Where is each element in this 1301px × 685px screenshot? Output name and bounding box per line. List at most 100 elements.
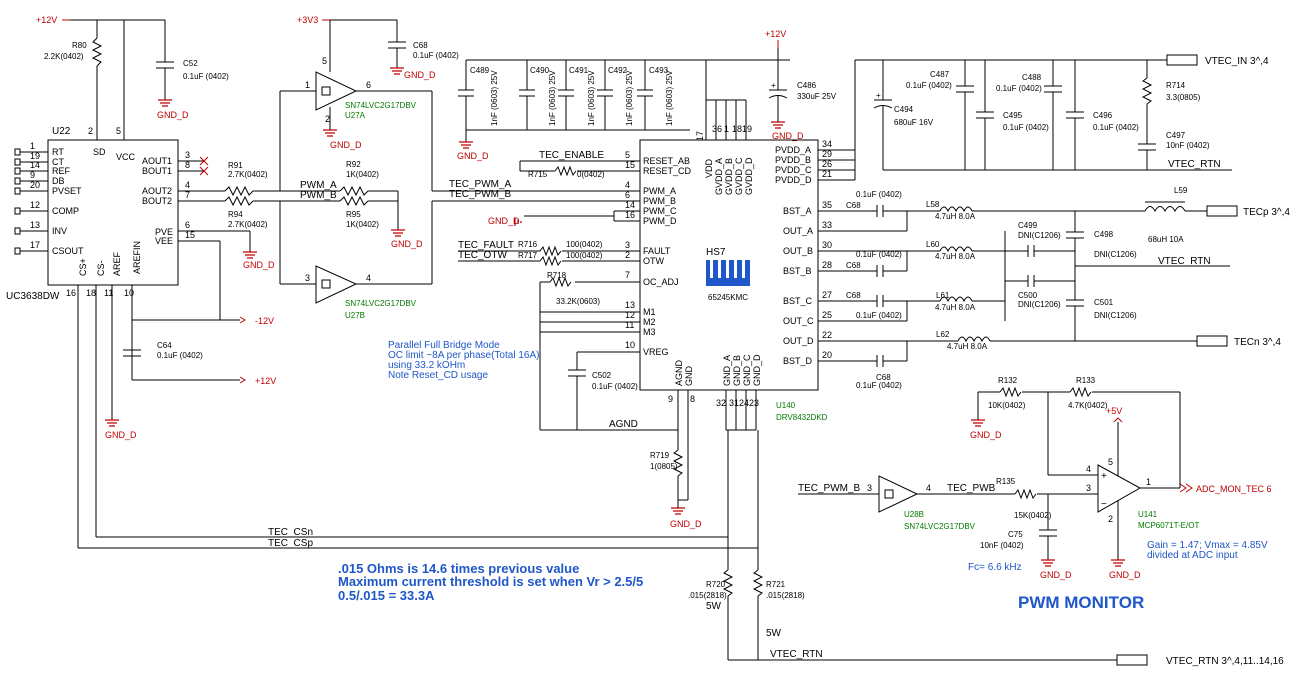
svg-text:34: 34 bbox=[822, 139, 832, 149]
svg-text:GND_A: GND_A bbox=[722, 355, 732, 386]
net-vtec-rtn-mid: VTEC_RTN bbox=[1158, 256, 1211, 267]
svg-text:36: 36 bbox=[712, 124, 722, 134]
svg-text:10nF (0402): 10nF (0402) bbox=[1166, 141, 1210, 150]
svg-text:65245KMC: 65245KMC bbox=[708, 293, 748, 302]
svg-text:C487: C487 bbox=[930, 70, 950, 79]
svg-text:1nF (0603) 25V: 1nF (0603) 25V bbox=[665, 70, 674, 126]
svg-text:25: 25 bbox=[822, 310, 832, 320]
svg-text:1: 1 bbox=[1146, 477, 1151, 487]
net-tec-pwb: TEC_PWB bbox=[947, 483, 996, 494]
svg-text:BST_A: BST_A bbox=[783, 206, 812, 216]
svg-text:R94: R94 bbox=[228, 210, 243, 219]
tecn-label: TECn 3^,4 bbox=[1234, 337, 1281, 348]
svg-text:5: 5 bbox=[116, 126, 121, 136]
svg-text:0.1uF (0402): 0.1uF (0402) bbox=[856, 250, 902, 259]
svg-text:PVDD_A: PVDD_A bbox=[775, 145, 811, 155]
svg-text:C500: C500 bbox=[1018, 291, 1038, 300]
u140-ref: U140 bbox=[776, 401, 796, 410]
svg-text:U28B: U28B bbox=[904, 510, 924, 519]
svg-text:C501: C501 bbox=[1094, 298, 1114, 307]
svg-text:R91: R91 bbox=[228, 161, 243, 170]
svg-text:PWM_D: PWM_D bbox=[643, 216, 677, 226]
svg-text:5W: 5W bbox=[766, 628, 782, 639]
current-notes: .015 Ohms is 14.6 times previous value M… bbox=[338, 561, 643, 603]
tecp-label: TECp 3^,4 bbox=[1243, 207, 1290, 218]
svg-text:M1: M1 bbox=[643, 307, 656, 317]
svg-text:15K(0402): 15K(0402) bbox=[1014, 511, 1052, 520]
svg-text:BST_D: BST_D bbox=[783, 356, 813, 366]
svg-text:Gain = 1.47; Vmax = 4.85V: Gain = 1.47; Vmax = 4.85V bbox=[1147, 540, 1268, 551]
svg-text:32: 32 bbox=[716, 398, 726, 408]
svg-text:M2: M2 bbox=[643, 317, 656, 327]
svg-text:−: − bbox=[1101, 499, 1107, 510]
svg-text:PVSET: PVSET bbox=[52, 186, 82, 196]
svg-text:BOUT1: BOUT1 bbox=[142, 166, 172, 176]
svg-text:DNI(C1206): DNI(C1206) bbox=[1094, 250, 1137, 259]
svg-text:14: 14 bbox=[30, 160, 40, 170]
pwm-monitor-title: PWM MONITOR bbox=[1018, 593, 1144, 612]
svg-text:R720: R720 bbox=[706, 580, 726, 589]
svg-text:C494: C494 bbox=[894, 105, 914, 114]
svg-text:0(0402): 0(0402) bbox=[577, 170, 605, 179]
svg-text:2: 2 bbox=[1108, 514, 1113, 524]
svg-text:+5V: +5V bbox=[1106, 406, 1122, 416]
u27a-buffer: +3V3 5 1 6 2 GND_D SN74LVC2G17DBV U27A G… bbox=[279, 15, 640, 192]
svg-text:10nF (0402): 10nF (0402) bbox=[980, 541, 1024, 550]
svg-text:R721: R721 bbox=[766, 580, 786, 589]
svg-text:9: 9 bbox=[668, 394, 673, 404]
svg-text:3.3(0805): 3.3(0805) bbox=[1166, 93, 1201, 102]
svg-text:divided at ADC input: divided at ADC input bbox=[1147, 550, 1238, 561]
svg-text:0.1uF (0402): 0.1uF (0402) bbox=[413, 51, 459, 60]
svg-text:23: 23 bbox=[749, 398, 759, 408]
svg-text:GND_D: GND_D bbox=[404, 70, 436, 80]
svg-text:2: 2 bbox=[88, 126, 93, 136]
svg-text:DNI(C1206): DNI(C1206) bbox=[1018, 300, 1061, 309]
svg-text:10: 10 bbox=[124, 288, 134, 298]
svg-text:1K(0402): 1K(0402) bbox=[346, 170, 379, 179]
svg-text:20: 20 bbox=[822, 350, 832, 360]
svg-text:1: 1 bbox=[724, 124, 729, 134]
svg-text:0.1uF (0402): 0.1uF (0402) bbox=[856, 190, 902, 199]
svg-text:.015(2818): .015(2818) bbox=[688, 591, 727, 600]
svg-text:5: 5 bbox=[1108, 457, 1113, 467]
svg-text:18: 18 bbox=[732, 124, 742, 134]
svg-text:FAULT: FAULT bbox=[643, 246, 671, 256]
svg-text:0.1uF (0402): 0.1uF (0402) bbox=[1003, 123, 1049, 132]
svg-text:R718: R718 bbox=[547, 271, 567, 280]
svg-text:13: 13 bbox=[30, 220, 40, 230]
p12v-label: +12V bbox=[36, 15, 57, 25]
pvdd-bulk-caps: VTEC_IN 3^,4 + C494 680uF 16V C487 0.1uF… bbox=[854, 54, 1269, 180]
svg-text:C68: C68 bbox=[846, 291, 861, 300]
svg-text:VCC: VCC bbox=[116, 152, 136, 162]
svg-text:17: 17 bbox=[30, 240, 40, 250]
svg-text:AREFIN: AREFIN bbox=[132, 241, 142, 274]
tecn-port bbox=[1196, 335, 1228, 347]
svg-text:2.7K(0402): 2.7K(0402) bbox=[228, 220, 268, 229]
svg-text:BST_B: BST_B bbox=[783, 266, 812, 276]
svg-text:4.7uH 8.0A: 4.7uH 8.0A bbox=[935, 303, 976, 312]
svg-text:330uF 25V: 330uF 25V bbox=[797, 92, 837, 101]
r80-val: 2.2K(0402) bbox=[44, 52, 84, 61]
svg-text:C68: C68 bbox=[876, 373, 891, 382]
svg-text:5W: 5W bbox=[706, 601, 722, 612]
svg-text:0.1uF (0402): 0.1uF (0402) bbox=[996, 84, 1042, 93]
svg-text:GND_D: GND_D bbox=[243, 260, 275, 270]
svg-text:27: 27 bbox=[822, 290, 832, 300]
svg-text:68uH 10A: 68uH 10A bbox=[1148, 235, 1184, 244]
svg-text:+: + bbox=[771, 81, 776, 90]
svg-text:R717: R717 bbox=[518, 251, 538, 260]
svg-text:0.1uF (0402): 0.1uF (0402) bbox=[157, 351, 203, 360]
svg-text:PWM_B: PWM_B bbox=[643, 196, 676, 206]
svg-text:21: 21 bbox=[822, 169, 832, 179]
svg-text:Maximum current threshold is s: Maximum current threshold is set when Vr… bbox=[338, 574, 643, 589]
svg-text:2: 2 bbox=[325, 114, 330, 124]
decoupling-caps-top: +12V C489 1nF (0603) 25V C490 1nF (0603)… bbox=[457, 29, 837, 161]
svg-text:U27B: U27B bbox=[345, 311, 365, 320]
svg-text:4: 4 bbox=[926, 483, 931, 493]
svg-text:HS7: HS7 bbox=[706, 247, 726, 258]
u140-part: DRV8432DKD bbox=[776, 413, 828, 422]
current-sense: TEC_CSn TEC_CSp R720 .015(2818) 5W R721 … bbox=[78, 430, 1284, 667]
svg-text:R92: R92 bbox=[346, 160, 361, 169]
